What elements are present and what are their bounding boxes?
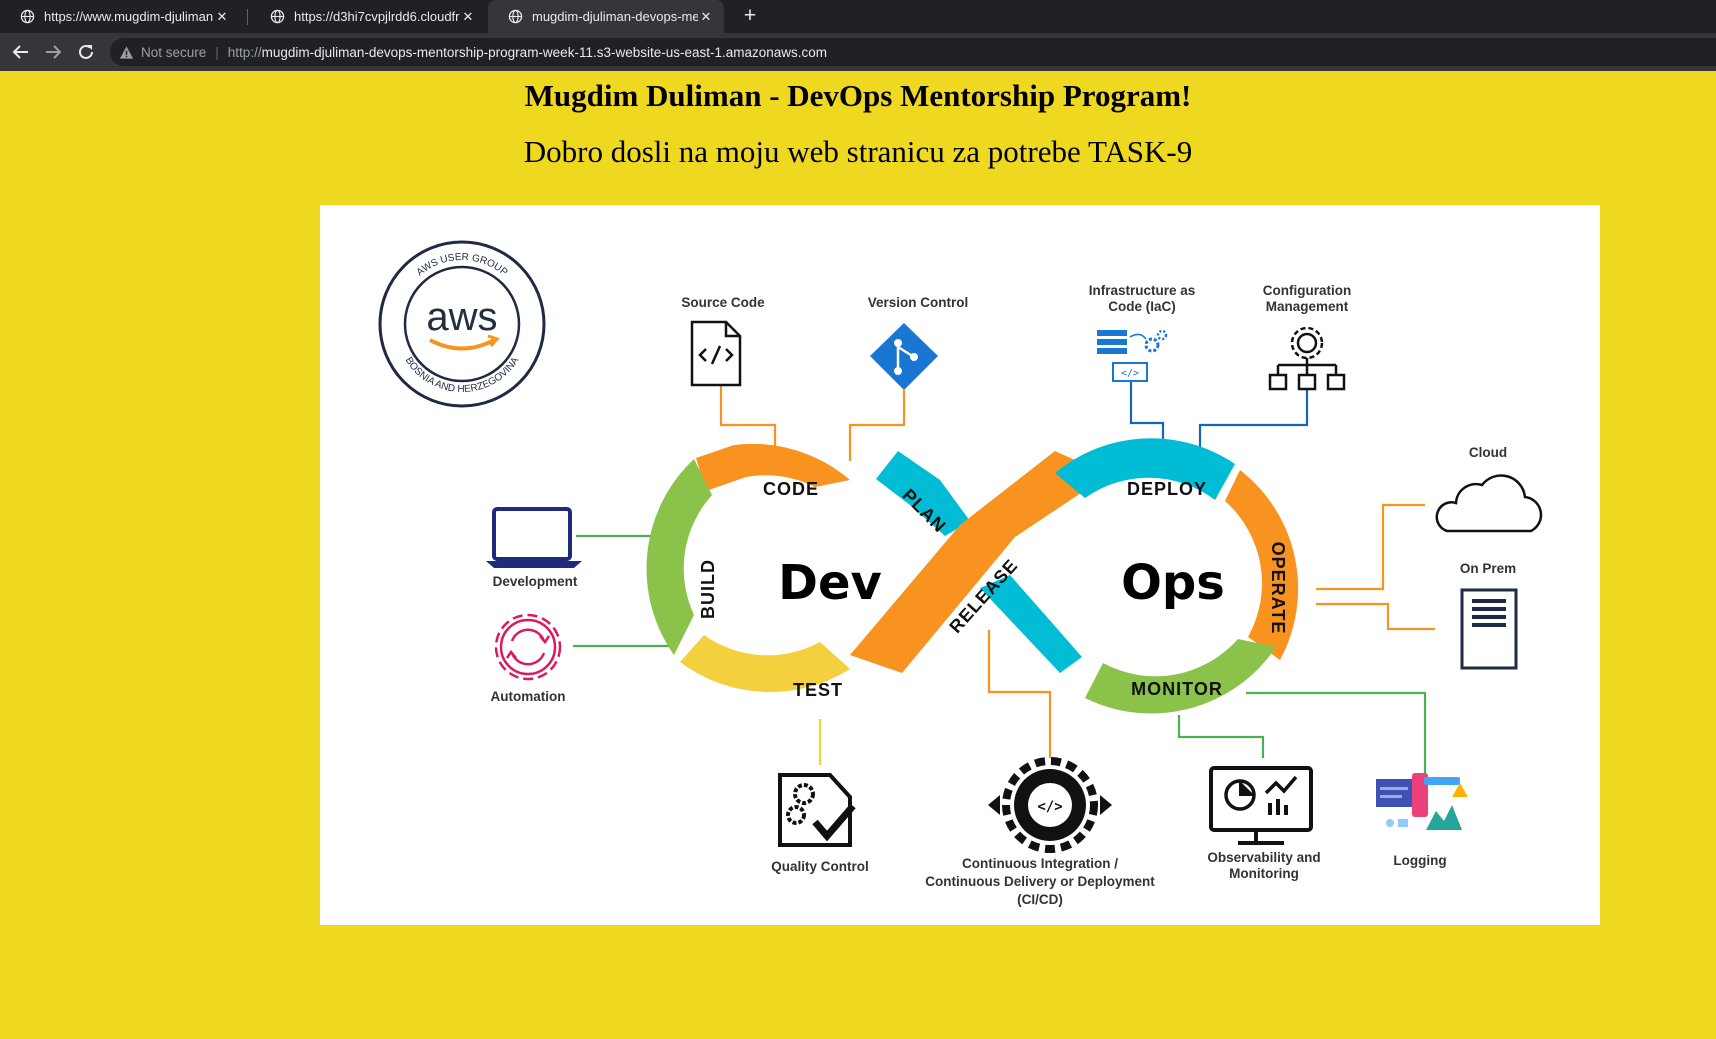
tab-2[interactable]: https://d3hi7cvpjlrdd6.cloudfront.net ✕ <box>250 0 486 33</box>
automation-gear-icon <box>494 613 562 681</box>
logo-inner-ring <box>403 265 521 383</box>
label-operate: OPERATE <box>1268 542 1288 635</box>
label-cicd-line3: (CI/CD) <box>1017 892 1063 907</box>
label-observability-line2: Monitoring <box>1229 866 1299 881</box>
close-icon[interactable]: ✕ <box>700 8 712 24</box>
omnibox-divider: | <box>215 44 219 60</box>
segment-plan <box>876 451 970 536</box>
label-iac-line1: Infrastructure as <box>1089 283 1196 298</box>
reload-icon[interactable] <box>75 41 97 63</box>
segment-test <box>680 635 850 693</box>
quality-control-icon <box>778 773 856 847</box>
segment-release <box>850 451 1108 673</box>
label-on-prem: On Prem <box>1460 561 1516 576</box>
label-cicd-line2: Continuous Delivery or Deployment <box>925 874 1155 889</box>
label-dev: Dev <box>778 555 882 611</box>
smile-arrow-icon <box>487 334 500 347</box>
git-icon <box>870 323 938 390</box>
warning-triangle-icon[interactable] <box>119 45 134 60</box>
logo-aws-text: aws <box>426 295 497 339</box>
devops-infinity-svg: AWS USER GROUP BOSNIA AND HERZEGOVINA aw… <box>378 240 1543 907</box>
globe-icon <box>270 9 285 24</box>
devops-diagram: AWS USER GROUP BOSNIA AND HERZEGOVINA aw… <box>320 205 1600 925</box>
label-logging: Logging <box>1393 853 1446 868</box>
svg-text:</>: </> <box>1037 799 1062 815</box>
label-test: TEST <box>793 680 843 700</box>
connector-lines <box>573 377 1435 777</box>
page-subtitle: Dobro dosli na moju web stranicu za potr… <box>523 134 1193 169</box>
cloud-icon <box>1435 474 1543 533</box>
label-cloud: Cloud <box>1469 445 1507 460</box>
label-observability-line1: Observability and <box>1207 850 1320 865</box>
label-development: Development <box>493 574 578 589</box>
tab-1[interactable]: https://www.mugdim-djuliman.aws ✕ <box>0 0 240 33</box>
logging-dashboard-icon <box>1376 773 1468 830</box>
tab-strip: https://www.mugdim-djuliman.aws ✕ https:… <box>0 0 1716 33</box>
label-version-control: Version Control <box>868 295 969 310</box>
label-build: BUILD <box>698 559 718 619</box>
monitoring-screen-icon <box>1209 766 1313 845</box>
globe-icon <box>508 9 523 24</box>
label-monitor: MONITOR <box>1131 679 1223 699</box>
label-deploy: DEPLOY <box>1127 479 1207 499</box>
amazon-smile-icon <box>429 338 495 351</box>
label-code: CODE <box>763 479 819 499</box>
segment-monitor <box>1085 639 1276 714</box>
label-iac-line2: Code (IaC) <box>1108 299 1176 314</box>
close-icon[interactable]: ✕ <box>462 8 474 24</box>
security-label[interactable]: Not secure <box>141 44 207 60</box>
forward-arrow-icon[interactable] <box>42 41 64 63</box>
tab-title: https://www.mugdim-djuliman.aws <box>44 9 214 24</box>
browser-toolbar: Not secure | http:// mugdim-djuliman-dev… <box>0 33 1716 71</box>
source-code-icon <box>690 320 742 387</box>
label-automation: Automation <box>491 689 566 704</box>
configuration-hierarchy-icon <box>1268 326 1346 391</box>
tab-3[interactable]: mugdim-djuliman-devops-mentorship-progra… <box>488 0 724 33</box>
url-host: mugdim-djuliman-devops-mentorship-progra… <box>261 44 828 60</box>
cicd-gear-icon: </> <box>988 757 1112 853</box>
infinity-loop <box>646 438 1299 714</box>
svg-text:</>: </> <box>1121 368 1139 379</box>
server-icon <box>1460 588 1518 670</box>
tab-title: https://d3hi7cvpjlrdd6.cloudfront.net <box>294 9 460 24</box>
segment-release-return <box>980 575 1082 673</box>
label-quality-control: Quality Control <box>771 859 869 874</box>
label-source-code: Source Code <box>681 295 765 310</box>
page-title: Mugdim Duliman - DevOps Mentorship Progr… <box>524 78 1192 113</box>
label-config-line1: Configuration <box>1263 283 1351 298</box>
segment-code <box>696 443 850 491</box>
segment-build <box>646 459 712 655</box>
laptop-icon <box>486 507 582 568</box>
segment-operate <box>1225 470 1299 660</box>
back-arrow-icon[interactable] <box>10 41 32 63</box>
close-icon[interactable]: ✕ <box>216 8 228 24</box>
aws-user-group-logo: AWS USER GROUP BOSNIA AND HERZEGOVINA aw… <box>378 240 546 408</box>
url-scheme: http:// <box>227 44 262 60</box>
iac-icon: </> <box>1097 329 1168 382</box>
label-cicd-line1: Continuous Integration / <box>962 856 1118 871</box>
label-ops: Ops <box>1121 555 1225 611</box>
new-tab-button[interactable]: + <box>743 4 757 27</box>
globe-icon <box>20 9 35 24</box>
segment-deploy <box>1055 438 1235 500</box>
tab-divider <box>247 9 248 25</box>
tab-title: mugdim-djuliman-devops-mentorship-progra… <box>532 9 698 24</box>
address-bar[interactable]: Not secure | http:// mugdim-djuliman-dev… <box>110 38 1716 66</box>
label-config-line2: Management <box>1266 299 1349 314</box>
